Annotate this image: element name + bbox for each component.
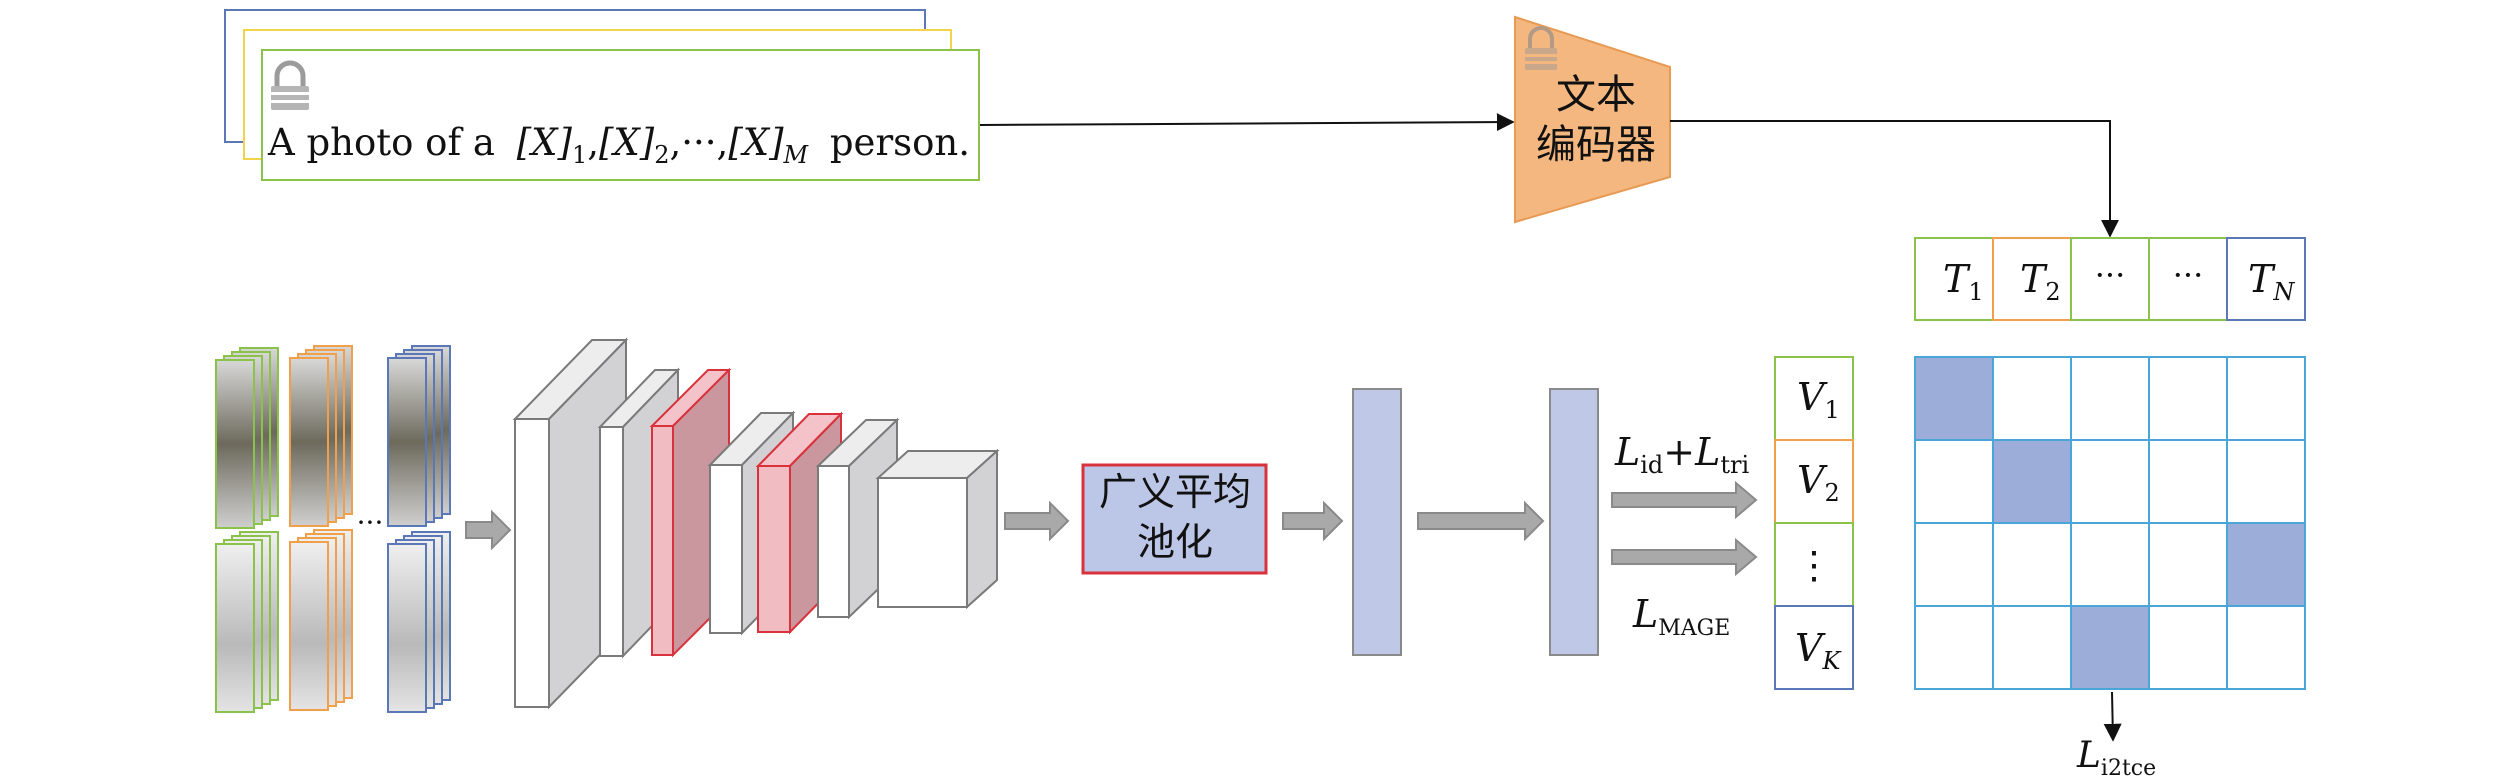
cnn-backbone — [512, 337, 1000, 710]
block-arrow-2 — [1004, 500, 1070, 542]
image-feature-column — [1774, 356, 1854, 690]
matrix-cell — [1914, 356, 1994, 441]
loss-id-tri: Lid+Ltri — [1614, 430, 1749, 479]
image-stack-ellipsis: ··· — [357, 506, 384, 539]
image-stack-blue-top — [387, 345, 451, 527]
matrix-cell — [1992, 356, 2072, 441]
matrix-cell — [2226, 605, 2306, 690]
similarity-matrix — [1914, 356, 2306, 690]
text-feature-t1: T1 — [1943, 257, 1984, 306]
image-feature-vdots: ⋮ — [1795, 543, 1833, 587]
prompt-prefix: A photo of a — [267, 121, 495, 164]
text-feature-t2: T2 — [2020, 257, 2061, 306]
text-feature-tn: TN — [2248, 257, 2295, 306]
block-arrow-3 — [1282, 500, 1344, 542]
matrix-cell — [1914, 522, 1994, 607]
encoder-label-line1: 文本 — [1556, 72, 1636, 118]
image-stack-green-top — [215, 347, 279, 529]
matrix-cell — [2070, 356, 2150, 441]
prompt-text: A photo of a [X]1,[X]2,···,[X]M person. — [267, 121, 970, 172]
feature-vector-bar-2 — [1549, 388, 1599, 656]
lock-icon — [271, 60, 309, 110]
pedestrian-image-stacks — [215, 345, 451, 713]
prompt-sub-1: 1 — [572, 141, 587, 169]
matrix-cell — [2226, 522, 2306, 607]
prompt-token-1: [X] — [517, 121, 573, 164]
arrow-prompt-to-encoder — [979, 113, 1515, 132]
pooling-label-line1: 广义平均 — [1099, 470, 1251, 514]
block-arrow-4 — [1417, 500, 1545, 542]
matrix-cell — [1914, 439, 1994, 524]
prompt-suffix: person. — [830, 121, 970, 164]
image-stack-green-bottom — [215, 531, 279, 713]
block-arrow-6 — [1611, 537, 1758, 577]
prompt-sub-m: M — [783, 141, 810, 169]
encoder-lock-icon — [1525, 26, 1557, 70]
text-encoder-block — [1514, 15, 1671, 224]
image-stack-blue-bottom — [387, 531, 451, 713]
text-feature-row — [1914, 237, 2306, 321]
prompt-sub-2: 2 — [654, 141, 669, 169]
arrow-matrix-to-loss — [2103, 691, 2122, 742]
matrix-cell — [2226, 356, 2306, 441]
matrix-cell — [1992, 439, 2072, 524]
loss-i2tce: Li2tce — [2076, 735, 2156, 781]
arrow-encoder-to-features — [1670, 120, 2119, 238]
image-feature-v2: V2 — [1797, 458, 1840, 507]
matrix-cell — [2148, 439, 2228, 524]
cnn-block-7 — [875, 448, 1000, 610]
image-stack-orange-bottom — [289, 529, 353, 711]
encoder-label-line2: 编码器 — [1536, 122, 1656, 168]
pooling-label-line2: 池化 — [1137, 520, 1213, 564]
matrix-cell — [2148, 356, 2228, 441]
matrix-cell — [1992, 605, 2072, 690]
feature-vector-bar-1 — [1352, 388, 1402, 656]
gem-pooling-block — [1081, 463, 1268, 575]
block-arrow-1 — [465, 509, 512, 551]
matrix-cell — [2070, 522, 2150, 607]
matrix-cell — [2148, 522, 2228, 607]
matrix-cell — [2070, 439, 2150, 524]
text-feature-ellipsis-2: ··· — [2173, 256, 2204, 294]
matrix-cell — [2148, 605, 2228, 690]
prompt-card-stack — [224, 9, 980, 181]
prompt-token-m: [X] — [728, 121, 784, 164]
image-stack-orange-top — [289, 345, 353, 527]
image-feature-vk: VK — [1795, 626, 1842, 675]
matrix-cell — [2070, 605, 2150, 690]
matrix-cell — [1914, 605, 1994, 690]
text-feature-ellipsis-1: ··· — [2095, 256, 2126, 294]
image-feature-v1: V1 — [1797, 375, 1840, 424]
matrix-cell — [1992, 522, 2072, 607]
matrix-cell — [2226, 439, 2306, 524]
loss-mage: LMAGE — [1632, 592, 1730, 641]
block-arrow-5 — [1611, 480, 1758, 520]
prompt-token-2: [X] — [599, 121, 655, 164]
